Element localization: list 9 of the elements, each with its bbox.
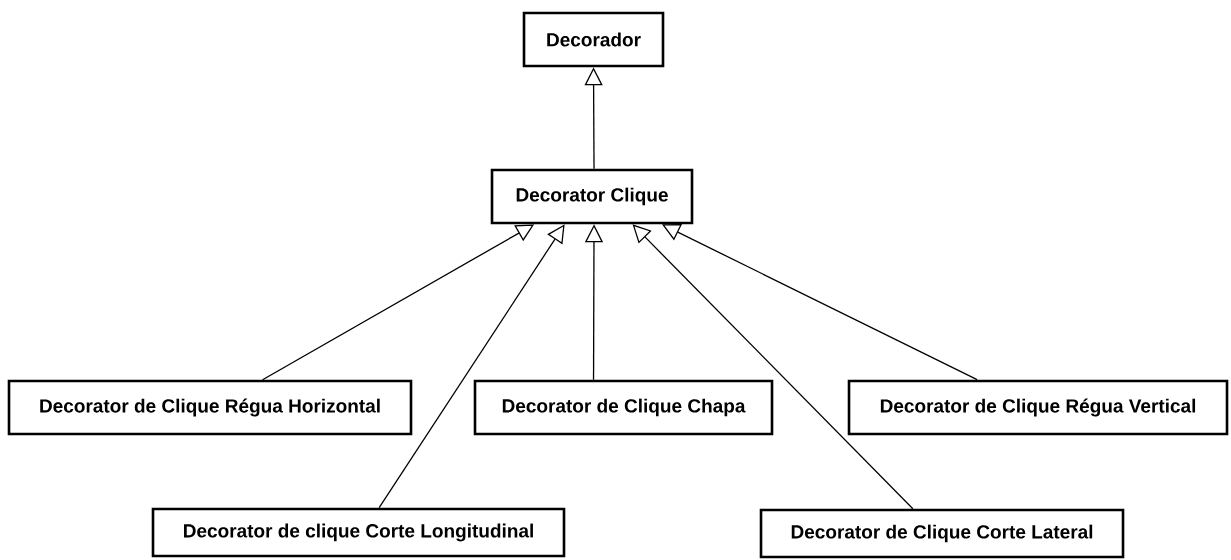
class-box: Decorator de clique Corte Longitudinal [151,507,566,558]
class-box: Decorator de Clique Régua Horizontal [7,379,413,436]
class-box: Decorator de Clique Corte Lateral [759,508,1125,559]
inheritance-arrow [632,224,914,510]
class-box: Decorator de Clique Chapa [473,379,774,436]
class-box: Decorador [522,11,665,68]
class-box: Decorator de Clique Régua Vertical [847,379,1229,436]
class-box: Decorator Clique [490,168,694,225]
inheritance-arrow [378,224,565,509]
